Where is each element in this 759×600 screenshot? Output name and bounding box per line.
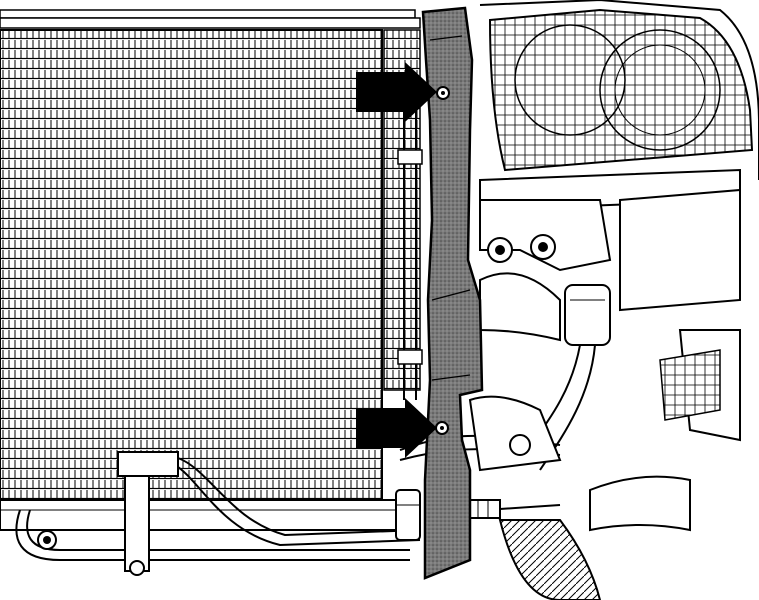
mount-clamp bbox=[37, 451, 179, 576]
compressor bbox=[468, 395, 562, 472]
suspension-arm bbox=[479, 272, 611, 471]
lower-fastener-arrow-icon bbox=[356, 398, 437, 458]
condenser-pipe bbox=[397, 110, 423, 400]
upper-fastener-arrow-icon bbox=[356, 62, 437, 122]
headlamp bbox=[479, 0, 759, 180]
tire bbox=[498, 475, 691, 600]
hose-fitting bbox=[469, 499, 561, 519]
radiator-side-bracket bbox=[421, 6, 484, 580]
radiator-core bbox=[0, 9, 421, 531]
canister bbox=[395, 489, 421, 541]
front-structure bbox=[479, 168, 741, 442]
